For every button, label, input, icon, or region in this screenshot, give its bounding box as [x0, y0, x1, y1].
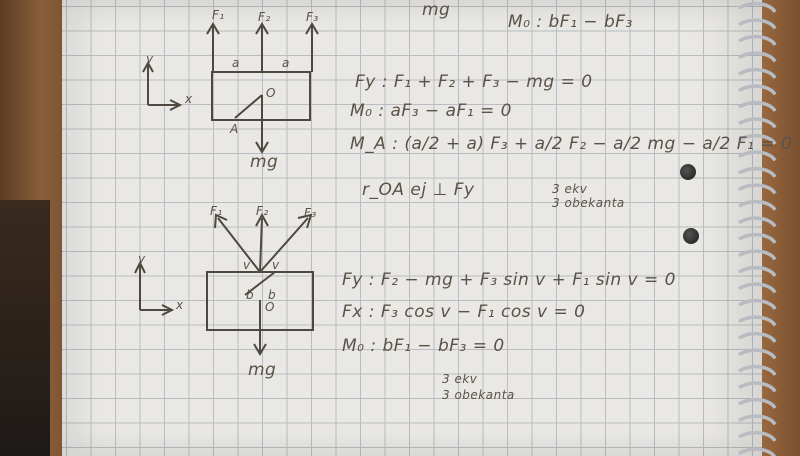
spiral-coil: [738, 232, 777, 245]
diagram-1: [142, 22, 319, 154]
equation-force-y: Fy : F₁ + F₂ + F₃ − mg = 0: [355, 72, 593, 92]
spiral-coil: [738, 183, 777, 195]
equation-moment-o: M₀ : aF₃ − aF₁ = 0: [350, 101, 512, 121]
label-f1: F₁: [210, 204, 223, 218]
spiral-coil: [738, 199, 777, 212]
axes-2: [134, 260, 175, 316]
spiral-coil: [738, 298, 777, 311]
spiral-coil: [738, 34, 777, 47]
force-arrow-f3: [259, 217, 309, 273]
spiral-coil: [738, 348, 777, 360]
label-f3: F₃: [306, 10, 319, 24]
axis-y-label: y: [146, 52, 154, 66]
spiral-coil: [738, 216, 777, 228]
spiral-coil: [738, 381, 777, 393]
note-perpendicular: r_OA ej ⊥ Fy: [362, 180, 475, 200]
spiral-coil: [738, 265, 777, 278]
origin-label: O: [265, 300, 275, 314]
label-distance-a: a: [282, 56, 290, 70]
label-f2: F₂: [258, 10, 271, 24]
axis-y-label: y: [138, 252, 146, 266]
spiral-coil: [738, 67, 777, 80]
graph-paper-sheet: [62, 0, 762, 456]
spiral-coil: [738, 117, 777, 129]
origin-label: O: [266, 86, 276, 100]
label-distance-a: a: [232, 56, 240, 70]
spiral-coil: [738, 100, 777, 113]
equation-force-y: Fy : F₂ − mg + F₃ sin v + F₁ sin v = 0: [342, 270, 676, 290]
spiral-coil: [738, 397, 777, 410]
axes-1: [142, 60, 183, 111]
spiral-coil: [738, 414, 777, 426]
equation-moment-o: M₀ : bF₁ − bF₃ = 0: [342, 336, 505, 356]
spiral-coil: [738, 430, 777, 443]
note-unknowns-count: 3 obekanta: [552, 196, 625, 210]
axis-x-label: x: [176, 298, 184, 312]
label-distance-b: b: [246, 288, 255, 302]
force-arrow-f1: [217, 217, 261, 273]
position-vector: [234, 94, 263, 119]
punch-hole: [683, 228, 699, 244]
weight-label: mg: [248, 360, 277, 380]
angle-label-v: v: [272, 258, 280, 272]
label-f1: F₁: [212, 8, 225, 22]
spiral-coil: [738, 315, 777, 327]
note-unknowns-count: 3 obekanta: [442, 388, 515, 402]
spiral-coil: [738, 282, 777, 294]
spiral-coil: [738, 249, 777, 261]
shadow-area: [0, 200, 50, 456]
spiral-coil: [738, 51, 777, 63]
note-equations-count: 3 ekv: [552, 182, 588, 196]
wooden-table-right: [760, 0, 800, 456]
mg-label-top: mg: [422, 0, 451, 20]
label-f3: F₃: [304, 206, 317, 220]
spiral-coil: [738, 150, 777, 162]
label-f2: F₂: [256, 204, 269, 218]
moment-equation-top: M₀ : bF₁ − bF₃: [508, 12, 633, 32]
point-a-label: A: [230, 122, 239, 136]
spiral-coil: [738, 84, 777, 96]
label-distance-b: b: [268, 288, 277, 302]
angle-label-v: v: [243, 258, 251, 272]
equation-moment-a: M_A : (a/2 + a) F₃ + a/2 F₂ − a/2 mg − a…: [350, 134, 793, 154]
force-arrow-f2: [259, 217, 263, 273]
punch-hole: [680, 164, 696, 180]
diagram-2: [134, 212, 314, 356]
spiral-coil: [738, 133, 777, 146]
spiral-coil: [738, 1, 777, 14]
spiral-coil: [738, 331, 777, 344]
spiral-coil: [738, 166, 777, 179]
spiral-coil: [738, 18, 777, 30]
spiral-binding: [738, 1, 777, 456]
axis-x-label: x: [185, 92, 193, 106]
note-equations-count: 3 ekv: [442, 372, 478, 386]
equation-force-x: Fx : F₃ cos v − F₁ cos v = 0: [342, 302, 586, 322]
weight-label: mg: [250, 152, 279, 172]
spiral-coil: [738, 364, 777, 377]
